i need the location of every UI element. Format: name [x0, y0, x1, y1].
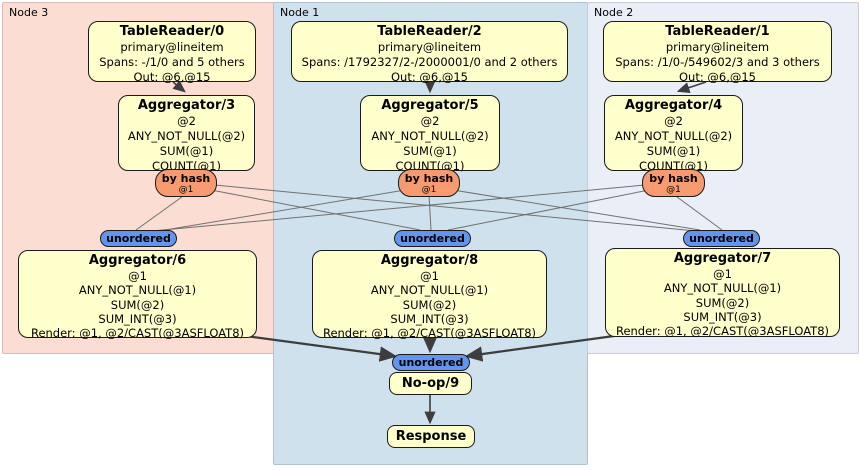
hash-router-5: by hash @1	[398, 169, 460, 197]
hash-router-label: by hash	[161, 172, 211, 185]
processor-title: TableReader/1	[665, 24, 770, 39]
unordered-sync-final: unordered	[392, 354, 470, 371]
processor-response: Response	[387, 425, 475, 448]
processor-aggregator-5: Aggregator/5 @2 ANY_NOT_NULL(@2) SUM(@1)…	[360, 95, 500, 173]
processor-title: Aggregator/3	[137, 98, 236, 113]
unordered-sync-6: unordered	[100, 230, 177, 247]
sync-label: unordered	[398, 356, 464, 369]
processor-aggregator-4: Aggregator/4 @2 ANY_NOT_NULL(@2) SUM(@1)…	[604, 95, 743, 173]
processor-noop-9: No-op/9	[389, 372, 472, 395]
processor-title: Aggregator/8	[380, 253, 479, 268]
unordered-sync-8: unordered	[394, 230, 471, 247]
node-region-label: Node 2	[594, 6, 634, 19]
processor-title: Aggregator/4	[624, 98, 723, 113]
hash-router-3: by hash @1	[155, 169, 217, 197]
hash-router-label: by hash	[649, 172, 698, 185]
processor-aggregator-3: Aggregator/3 @2 ANY_NOT_NULL(@2) SUM(@1)…	[118, 95, 255, 173]
processor-title: TableReader/2	[377, 24, 482, 39]
hash-router-detail: @1	[421, 185, 437, 195]
processor-tablereader-1: TableReader/1 primary@lineitem Spans: /1…	[603, 21, 832, 84]
processor-title: Response	[395, 429, 467, 444]
processor-aggregator-7: Aggregator/7 @1 ANY_NOT_NULL(@1) SUM(@2)…	[605, 248, 840, 338]
sync-label: unordered	[106, 232, 171, 245]
processor-title: No-op/9	[401, 376, 460, 391]
node-region-label: Node 3	[9, 6, 49, 19]
hash-router-label: by hash	[404, 172, 454, 185]
processor-title: Aggregator/7	[673, 251, 772, 266]
processor-title: Aggregator/6	[88, 253, 187, 268]
sync-label: unordered	[400, 232, 465, 245]
processor-aggregator-6: Aggregator/6 @1 ANY_NOT_NULL(@1) SUM(@2)…	[18, 250, 257, 340]
sync-label: unordered	[689, 232, 754, 245]
processor-title: Aggregator/5	[381, 98, 479, 113]
processor-tablereader-2: TableReader/2 primary@lineitem Spans: /1…	[291, 21, 568, 84]
processor-aggregator-8: Aggregator/8 @1 ANY_NOT_NULL(@1) SUM(@2)…	[312, 250, 547, 340]
processor-title: TableReader/0	[119, 24, 225, 39]
node-region-label: Node 1	[280, 6, 320, 19]
processor-tablereader-0: TableReader/0 primary@lineitem Spans: -/…	[88, 21, 256, 84]
hash-router-4: by hash @1	[642, 169, 705, 197]
hash-router-detail: @1	[666, 185, 681, 195]
unordered-sync-7: unordered	[683, 230, 760, 247]
hash-router-detail: @1	[178, 185, 194, 195]
